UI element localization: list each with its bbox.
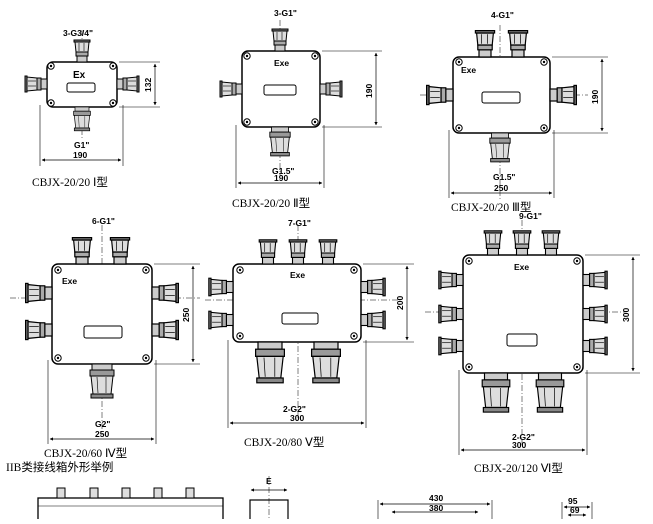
cable-gland-left-iii [426, 84, 454, 106]
nameplate-iii [481, 91, 521, 104]
cable-gland-bottom-vi-2 [535, 372, 565, 413]
cable-gland-right-iv-1 [151, 282, 179, 304]
enclosure-vi [462, 254, 584, 374]
cable-gland-top-vi-1 [483, 230, 503, 256]
diagram-type-iii: Exe 4-G1" G1.5" 250 190 [420, 10, 608, 200]
diagram-type-v: Exe 7-G1" 2-G2" 300 200 [205, 218, 414, 428]
nameplate-ii [263, 84, 297, 96]
width-dim-v: 300 [290, 413, 304, 423]
cable-gland-left-i [24, 75, 48, 93]
width-dim-i: 190 [73, 150, 87, 160]
caption-type-iii: CBJX-20/20 Ⅲ型 [451, 202, 532, 214]
cable-gland-bottom-vi-1 [481, 372, 511, 413]
cable-gland-bottom-iv [89, 363, 115, 399]
cable-gland-top-iii-1 [474, 29, 496, 58]
width-dim-ii: 190 [274, 173, 288, 183]
partial-dim-430: 430 [429, 493, 443, 503]
cable-gland-left-iv-2 [24, 319, 53, 341]
box-label-v: Exe [290, 270, 305, 280]
height-dim-ii: 190 [364, 84, 374, 98]
partial-enclosure-left [37, 497, 224, 524]
cable-gland-right-i [116, 75, 140, 93]
cable-gland-left-v-1 [208, 277, 234, 297]
cable-gland-right-vi-2 [582, 304, 608, 324]
cable-gland-right-v-1 [360, 277, 386, 297]
caption-type-v: CBJX-20/80 Ⅴ型 [244, 437, 325, 449]
cable-gland-right-ii [319, 80, 343, 98]
cable-gland-right-iii [549, 84, 578, 106]
bottom-partial-drawings: E 430 380 95 69 [37, 476, 593, 524]
cable-gland-top-iii-2 [507, 29, 529, 58]
cable-gland-top-i [73, 39, 91, 63]
box-label-ii: Exe [274, 58, 289, 68]
caption-type-i: CBJX-20/20 Ⅰ型 [32, 177, 108, 189]
cable-gland-right-v-2 [360, 310, 386, 330]
partial-dim-95: 95 [568, 496, 578, 506]
cable-gland-top-ii [271, 28, 289, 52]
cable-gland-top-vi-2 [512, 230, 532, 256]
top-gland-label-vi: 9-G1" [519, 211, 542, 221]
partial-dim-69: 69 [570, 505, 580, 515]
diagram-type-ii: Exe 3-G1" G1.5" 190 190 [219, 8, 382, 188]
bottom-gland-label-iv: G2" [95, 419, 110, 429]
cable-gland-top-iv-1 [71, 237, 93, 265]
cable-gland-bottom-iii [489, 132, 511, 163]
bottom-gland-label-iii: G1.5" [493, 172, 515, 182]
width-dim-iv: 250 [95, 429, 109, 439]
cable-gland-left-ii [219, 80, 243, 98]
box-label-iii: Exe [461, 65, 476, 75]
cable-gland-left-vi-1 [438, 270, 464, 290]
footer-note: IIB类接线箱外形举例 [6, 462, 114, 474]
caption-type-vi: CBJX-20/120 Ⅵ型 [474, 463, 563, 475]
bottom-gland-label-ii: G1.5" [272, 166, 294, 176]
caption-type-ii: CBJX-20/20 Ⅱ型 [232, 198, 311, 210]
partial-dim-380: 380 [429, 503, 443, 513]
cable-gland-top-v-3 [318, 239, 338, 265]
top-gland-label-iv: 6-G1" [92, 216, 115, 226]
cable-gland-bottom-v-2 [311, 341, 341, 384]
top-gland-label-ii: 3-G1" [274, 8, 297, 18]
cable-gland-left-vi-3 [438, 336, 464, 356]
box-label-iv: Exe [62, 276, 77, 286]
enclosure-i [46, 61, 118, 108]
nameplate-vi [506, 333, 538, 347]
cable-gland-left-iv-1 [24, 282, 53, 304]
nameplate-i [66, 82, 96, 93]
height-dim-iii: 190 [590, 90, 600, 104]
height-dim-i: 132 [143, 78, 153, 92]
height-dim-vi: 300 [621, 308, 631, 322]
cable-gland-right-vi-1 [582, 270, 608, 290]
width-dim-iii: 250 [494, 183, 508, 193]
box-label-i: Ex [73, 70, 86, 81]
top-gland-label-iii: 4-G1" [491, 10, 514, 20]
top-gland-label-v: 7-G1" [288, 218, 311, 228]
bottom-gland-label-vi: 2-G2" [512, 432, 535, 442]
width-dim-vi: 300 [512, 440, 526, 450]
cable-gland-left-vi-2 [438, 304, 464, 324]
bottom-gland-label-i: G1" [74, 140, 89, 150]
cable-gland-right-vi-3 [582, 336, 608, 356]
cable-gland-bottom-i [73, 106, 91, 132]
nameplate-v [281, 312, 319, 325]
box-label-vi: Exe [514, 262, 529, 272]
cable-gland-top-vi-3 [541, 230, 561, 256]
caption-type-iv: CBJX-20/60 Ⅳ型 [44, 448, 128, 460]
cable-gland-right-iv-2 [151, 319, 179, 341]
cable-gland-bottom-ii [269, 126, 291, 157]
cable-gland-bottom-v-1 [255, 341, 285, 384]
height-dim-v: 200 [395, 296, 405, 310]
partial-e-label: E [266, 476, 272, 486]
nameplate-iv [83, 325, 123, 339]
height-dim-iv: 250 [181, 308, 191, 322]
diagram-type-vi: Exe 9-G1" 2-G2" 300 300 [425, 211, 640, 455]
top-gland-label-i: 3-G3/4" [63, 28, 93, 38]
cable-gland-left-v-2 [208, 310, 234, 330]
diagram-type-i: Ex 3-G3/4" G1" 190 132 [24, 28, 160, 166]
bottom-gland-label-v: 2-G2" [283, 404, 306, 414]
cable-gland-top-v-2 [288, 239, 308, 265]
diagram-type-iv: Exe 6-G1" G2" 250 250 [10, 216, 200, 444]
cable-gland-top-iv-2 [109, 237, 131, 265]
cable-gland-top-v-1 [258, 239, 278, 265]
